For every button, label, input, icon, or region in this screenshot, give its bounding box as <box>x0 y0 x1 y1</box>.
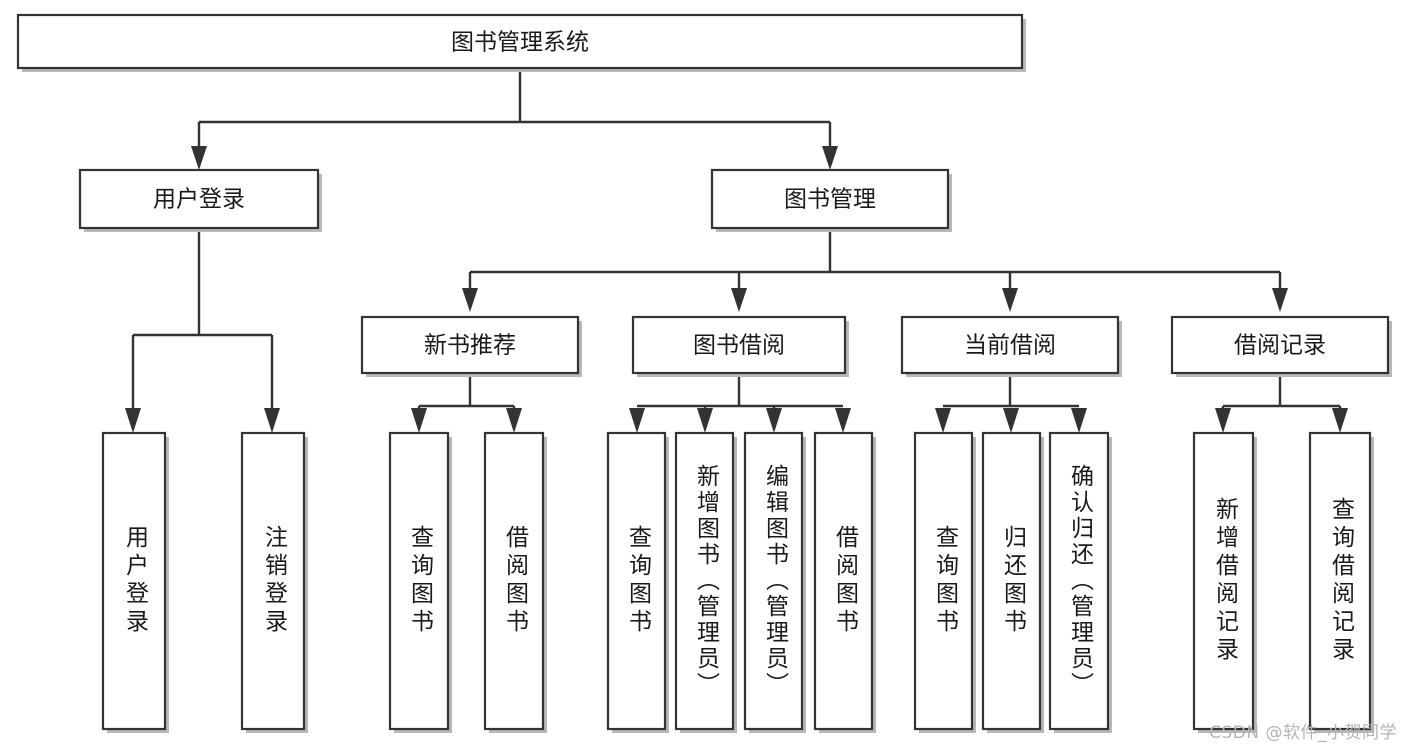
node-leaf8-label: 借阅图书 <box>832 525 860 637</box>
node-leaf13-box[interactable] <box>1308 431 1372 731</box>
node-leaf8-box[interactable] <box>813 431 874 731</box>
arrow-newbook-to-leaf4 <box>506 408 522 433</box>
connector-layer <box>125 68 1348 433</box>
node-records-box[interactable] <box>1170 315 1390 375</box>
arrow-bm-to-borrow <box>731 288 747 312</box>
node-leaf10-box[interactable] <box>981 431 1042 731</box>
node-leaf10[interactable]: 归还图书 <box>981 431 1044 733</box>
node-leaf9-label: 查询图书 <box>932 525 960 637</box>
arrow-login-to-leaf1 <box>125 408 141 433</box>
arrow-records-to-leaf12 <box>1215 408 1231 433</box>
node-root-label: 图书管理系统 <box>451 30 589 56</box>
node-leaf1[interactable]: 用户登录 <box>101 431 169 733</box>
arrow-root-to-login <box>191 146 207 170</box>
node-leaf6-box[interactable] <box>674 431 735 731</box>
node-leaf1-box[interactable] <box>101 431 167 731</box>
node-borrow[interactable]: 图书借阅 <box>631 315 849 377</box>
node-leaf7-label: 编辑图书（管理员） <box>762 464 790 698</box>
node-records[interactable]: 借阅记录 <box>1170 315 1392 377</box>
node-leaf3-label: 查询图书 <box>407 525 435 637</box>
node-leaf11[interactable]: 确认归还（管理员） <box>1048 431 1112 733</box>
node-leaf9[interactable]: 查询图书 <box>913 431 976 733</box>
arrow-login-to-leaf2 <box>264 408 280 433</box>
node-leaf13[interactable]: 查询借阅记录 <box>1308 431 1374 733</box>
arrow-borrow-to-leaf5 <box>629 408 645 433</box>
node-leaf4-box[interactable] <box>483 431 545 731</box>
node-login-label: 用户登录 <box>153 187 245 213</box>
node-leaf9-box[interactable] <box>913 431 974 731</box>
arrow-borrow-to-leaf8 <box>835 408 851 433</box>
arrow-newbook-to-leaf3 <box>411 408 427 433</box>
arrow-current-to-leaf10 <box>1003 408 1019 433</box>
node-records-label: 借阅记录 <box>1234 333 1326 359</box>
node-leaf12-box[interactable] <box>1192 431 1255 731</box>
node-bookmgmt-label: 图书管理 <box>784 187 876 213</box>
node-leaf3-box[interactable] <box>388 431 450 731</box>
node-leaf7-box[interactable] <box>743 431 804 731</box>
node-leaf2-label: 注销登录 <box>261 525 289 637</box>
node-leaf1-label: 用户登录 <box>122 525 150 637</box>
node-leaf12-label: 新增借阅记录 <box>1212 497 1240 665</box>
node-leaf5-box[interactable] <box>606 431 667 731</box>
node-root-box[interactable] <box>16 13 1024 70</box>
node-current[interactable]: 当前借阅 <box>900 315 1122 377</box>
node-bookmgmt[interactable]: 图书管理 <box>710 168 952 232</box>
node-leaf6[interactable]: 新增图书（管理员） <box>674 431 737 733</box>
node-current-label: 当前借阅 <box>964 333 1056 359</box>
node-borrow-box[interactable] <box>631 315 847 375</box>
arrow-bm-to-records <box>1272 288 1288 312</box>
node-leaf4[interactable]: 借阅图书 <box>483 431 547 733</box>
node-borrow-label: 图书借阅 <box>693 333 785 359</box>
node-leaf4-label: 借阅图书 <box>502 525 530 637</box>
node-leaf6-label: 新增图书（管理员） <box>693 464 721 698</box>
node-leaf11-label: 确认归还（管理员） <box>1067 464 1095 698</box>
node-login[interactable]: 用户登录 <box>78 168 322 232</box>
node-leaf5-label: 查询图书 <box>625 525 653 637</box>
node-leaf2[interactable]: 注销登录 <box>240 431 308 733</box>
node-leaf12[interactable]: 新增借阅记录 <box>1192 431 1257 733</box>
node-root[interactable]: 图书管理系统 <box>16 13 1026 72</box>
node-bookmgmt-box[interactable] <box>710 168 950 230</box>
node-leaf13-label: 查询借阅记录 <box>1328 497 1356 665</box>
node-leaf3[interactable]: 查询图书 <box>388 431 452 733</box>
node-current-box[interactable] <box>900 315 1120 375</box>
node-newbook-box[interactable] <box>360 315 580 375</box>
node-newbook-label: 新书推荐 <box>424 333 516 359</box>
arrow-bm-to-current <box>1002 288 1018 312</box>
node-leaf11-box[interactable] <box>1048 431 1110 731</box>
arrow-root-to-bookmgmt <box>822 146 838 170</box>
node-leaf7[interactable]: 编辑图书（管理员） <box>743 431 806 733</box>
arrow-current-to-leaf9 <box>935 408 951 433</box>
arrow-current-to-leaf11 <box>1071 408 1087 433</box>
arrow-borrow-to-leaf7 <box>766 408 782 433</box>
node-leaf8[interactable]: 借阅图书 <box>813 431 876 733</box>
node-newbook[interactable]: 新书推荐 <box>360 315 582 377</box>
arrow-records-to-leaf13 <box>1332 408 1348 433</box>
node-leaf5[interactable]: 查询图书 <box>606 431 669 733</box>
node-leaf2-box[interactable] <box>240 431 306 731</box>
node-login-box[interactable] <box>78 168 320 230</box>
arrow-borrow-to-leaf6 <box>697 408 713 433</box>
arrow-bm-to-newbook <box>462 288 478 312</box>
node-leaf10-label: 归还图书 <box>1000 525 1028 637</box>
